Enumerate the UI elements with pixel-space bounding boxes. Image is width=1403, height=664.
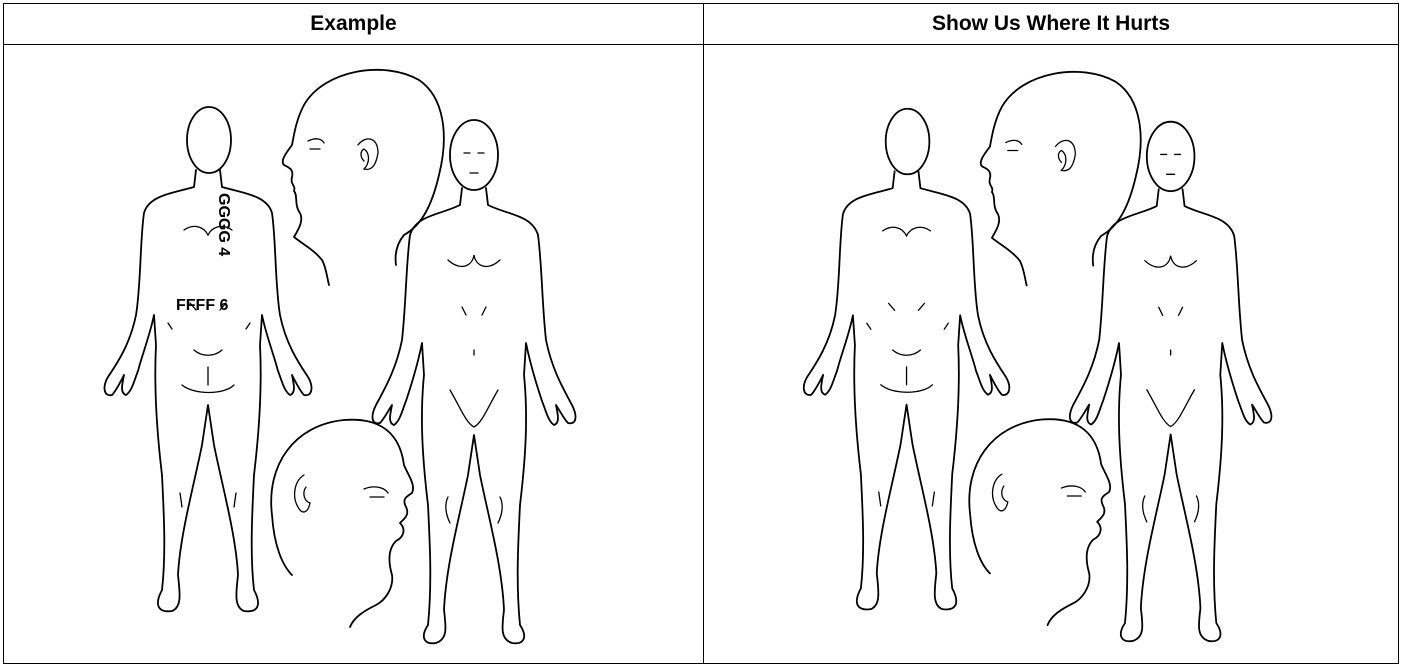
body-outline-drawing[interactable] (704, 45, 1398, 663)
example-cell: GGGG 4 FFFF 6 (4, 45, 704, 664)
example-annotation-gggg: GGGG 4 (214, 193, 232, 256)
pain-diagram-table: Example Show Us Where It Hurts GGGG 4 FF… (3, 3, 1399, 664)
header-row: Example Show Us Where It Hurts (4, 4, 1399, 45)
input-cell[interactable] (704, 45, 1399, 664)
back-view-figure (804, 109, 1009, 610)
back-view-figure (105, 107, 312, 611)
side-head-upper (981, 72, 1141, 286)
side-head-lower (271, 420, 413, 627)
body-outline-drawing (4, 45, 703, 663)
side-head-upper (283, 70, 444, 285)
input-body-diagram[interactable] (704, 45, 1398, 663)
diagram-row: GGGG 4 FFFF 6 (4, 45, 1399, 664)
side-head-lower (969, 419, 1110, 625)
example-header: Example (4, 4, 704, 45)
front-view-figure (373, 120, 576, 643)
front-view-figure (1070, 122, 1272, 642)
example-body-diagram: GGGG 4 FFFF 6 (4, 45, 703, 663)
example-annotation-ffff: FFFF 6 (176, 297, 228, 315)
input-header: Show Us Where It Hurts (704, 4, 1399, 45)
